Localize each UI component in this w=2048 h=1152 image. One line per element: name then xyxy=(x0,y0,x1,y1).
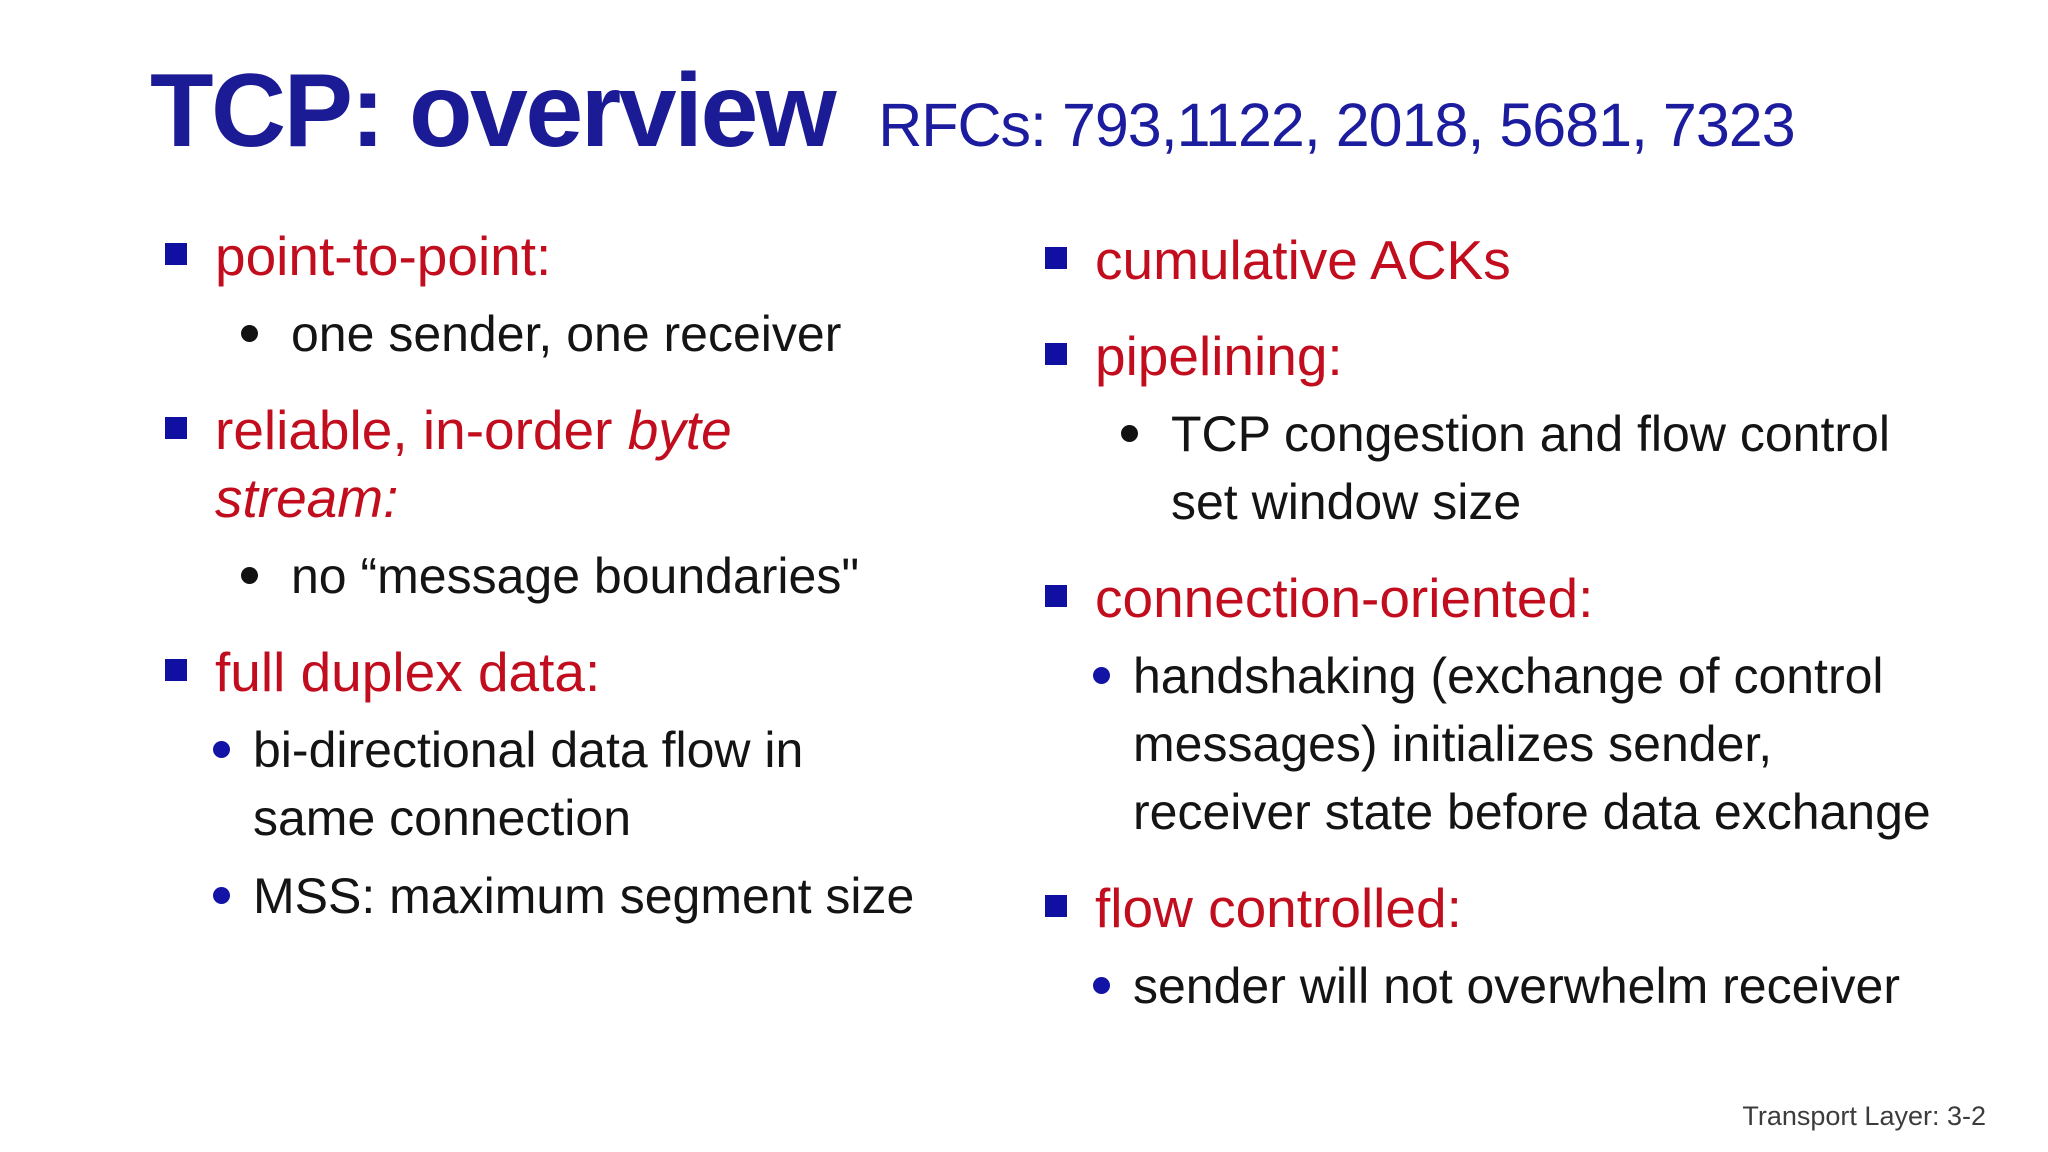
left-column: point-to-point: one sender, one receiver r… xyxy=(165,222,1015,930)
topic-heading: reliable, in-order byte stream: xyxy=(165,396,1015,532)
detail-text: no “message boundaries" xyxy=(291,548,860,604)
square-bullet-icon xyxy=(165,659,187,681)
rfc-subtitle: RFCs: 793,1122, 2018, 5681, 7323 xyxy=(878,91,1795,159)
heading-text-segment: cumulative ACKs xyxy=(1095,229,1511,291)
right-column: cumulative ACKs pipelining: TCP congestion… xyxy=(1045,226,2035,1020)
topic-detail: bi-directional data flow in same connect… xyxy=(165,716,1015,852)
heading-text-segment: reliable, in-order xyxy=(215,399,628,461)
heading-text-segment: flow controlled: xyxy=(1095,877,1462,939)
detail-text: MSS: maximum segment size xyxy=(253,868,915,924)
topic-heading: cumulative ACKs xyxy=(1045,226,2035,294)
square-bullet-icon xyxy=(1045,585,1067,607)
topic-detail: one sender, one receiver xyxy=(165,300,1015,368)
heading-text-segment: connection-oriented: xyxy=(1095,567,1594,629)
topic-detail: handshaking (exchange of control message… xyxy=(1045,642,2035,846)
square-bullet-icon xyxy=(1045,247,1067,269)
heading-text: cumulative ACKs xyxy=(1095,226,2035,294)
heading-text: full duplex data: xyxy=(215,638,1015,706)
slide-number: Transport Layer: 3-2 xyxy=(1742,1101,1986,1131)
topic-heading: point-to-point: xyxy=(165,222,1015,290)
topic-heading: pipelining: xyxy=(1045,322,2035,390)
page-title: TCP: overview xyxy=(150,53,837,169)
heading-text-segment: point-to-point: xyxy=(215,225,552,287)
heading-text: pipelining: xyxy=(1095,322,2035,390)
heading-text-italic-segment: byte stream: xyxy=(215,399,732,529)
heading-text: reliable, in-order byte stream: xyxy=(215,396,1015,532)
topic-heading: connection-oriented: xyxy=(1045,564,2035,632)
dot-bullet-icon xyxy=(241,325,258,342)
dot-bullet-icon xyxy=(213,741,230,758)
dot-bullet-icon xyxy=(1093,667,1110,684)
square-bullet-icon xyxy=(165,243,187,265)
detail-text: one sender, one receiver xyxy=(291,306,842,362)
topic-detail: MSS: maximum segment size xyxy=(165,862,1015,930)
topic-heading: full duplex data: xyxy=(165,638,1015,706)
square-bullet-icon xyxy=(1045,343,1067,365)
heading-text: connection-oriented: xyxy=(1095,564,2035,632)
detail-text: bi-directional data flow in same connect… xyxy=(253,722,804,846)
heading-text-segment: pipelining: xyxy=(1095,325,1343,387)
topic-detail: sender will not overwhelm receiver xyxy=(1045,952,2035,1020)
dot-bullet-icon xyxy=(241,567,258,584)
topic-heading: flow controlled: xyxy=(1045,874,2035,942)
topic-detail: no “message boundaries" xyxy=(165,542,1015,610)
dot-bullet-icon xyxy=(213,887,230,904)
detail-text: sender will not overwhelm receiver xyxy=(1133,958,1900,1014)
square-bullet-icon xyxy=(1045,895,1067,917)
heading-text: flow controlled: xyxy=(1095,874,2035,942)
dot-bullet-icon xyxy=(1093,977,1110,994)
topic-detail: TCP congestion and flow control set wind… xyxy=(1045,400,2035,536)
heading-text-segment: full duplex data: xyxy=(215,641,601,703)
detail-text: TCP congestion and flow control set wind… xyxy=(1171,406,1890,530)
title-row: TCP: overview RFCs: 793,1122, 2018, 5681… xyxy=(150,52,1796,171)
detail-text: handshaking (exchange of control message… xyxy=(1133,648,1931,840)
square-bullet-icon xyxy=(165,417,187,439)
dot-bullet-icon xyxy=(1121,425,1138,442)
heading-text: point-to-point: xyxy=(215,222,1015,290)
